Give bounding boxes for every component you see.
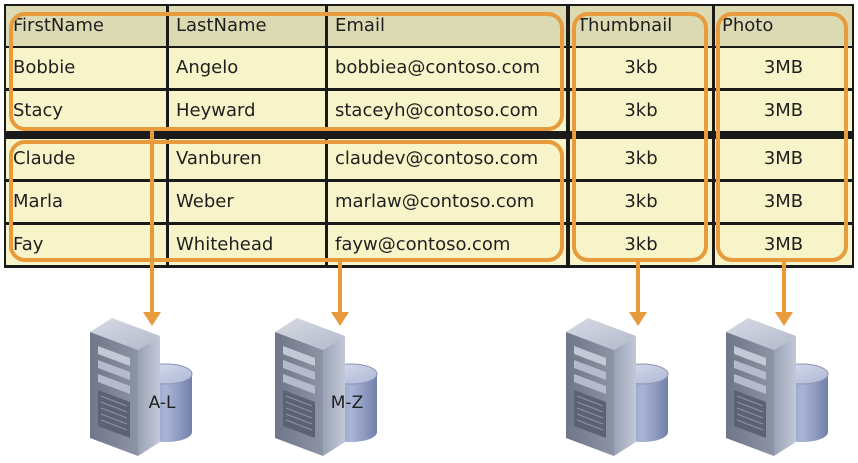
server-icon (725, 317, 829, 457)
shard-m-z-frame (9, 140, 564, 262)
server-label: A-L (149, 393, 176, 413)
cell-email: marlaw@contoso.com (328, 182, 566, 222)
cell-firstname: Marla (6, 182, 166, 222)
table-row: Claude Vanburen claudev@contoso.com 3kb … (4, 139, 854, 179)
arrow-to-server-a-l (143, 129, 161, 326)
arrow-to-server-m-z (331, 260, 349, 326)
cell-email: claudev@contoso.com (328, 139, 566, 179)
server-icon: M-Z (274, 317, 378, 457)
cell-thumbnail: 3kb (570, 48, 712, 88)
arrow-to-server-thumbnail (629, 260, 647, 326)
cell-lastname: Weber (169, 182, 325, 222)
cell-photo: 3MB (715, 182, 852, 222)
server-label: M-Z (331, 393, 363, 413)
cell-thumbnail: 3kb (570, 182, 712, 222)
cell-thumbnail: 3kb (570, 91, 712, 131)
server-icon (565, 317, 669, 457)
arrow-to-server-photo (775, 260, 793, 326)
table-row: Marla Weber marlaw@contoso.com 3kb 3MB (4, 182, 854, 222)
cell-photo: 3MB (715, 48, 852, 88)
cell-thumbnail: 3kb (570, 139, 712, 179)
photo-column-frame (716, 12, 848, 262)
table-row: Fay Whitehead fayw@contoso.com 3kb 3MB (4, 225, 854, 265)
shard-a-l-frame (9, 12, 564, 131)
cell-photo: 3MB (715, 91, 852, 131)
thumbnail-column-frame (572, 12, 708, 262)
cell-photo: 3MB (715, 139, 852, 179)
cell-email: bobbiea@contoso.com (328, 48, 566, 88)
cell-lastname: Heyward (169, 91, 325, 131)
cell-lastname: Angelo (169, 48, 325, 88)
table-row: Stacy Heyward staceyh@contoso.com 3kb 3M… (4, 91, 854, 131)
server-icon: A-L (89, 317, 193, 457)
cell-lastname: Vanburen (169, 139, 325, 179)
table-row: Bobbie Angelo bobbiea@contoso.com 3kb 3M… (4, 48, 854, 88)
cell-firstname: Claude (6, 139, 166, 179)
cell-email: staceyh@contoso.com (328, 91, 566, 131)
cell-firstname: Stacy (6, 91, 166, 131)
cell-firstname: Bobbie (6, 48, 166, 88)
